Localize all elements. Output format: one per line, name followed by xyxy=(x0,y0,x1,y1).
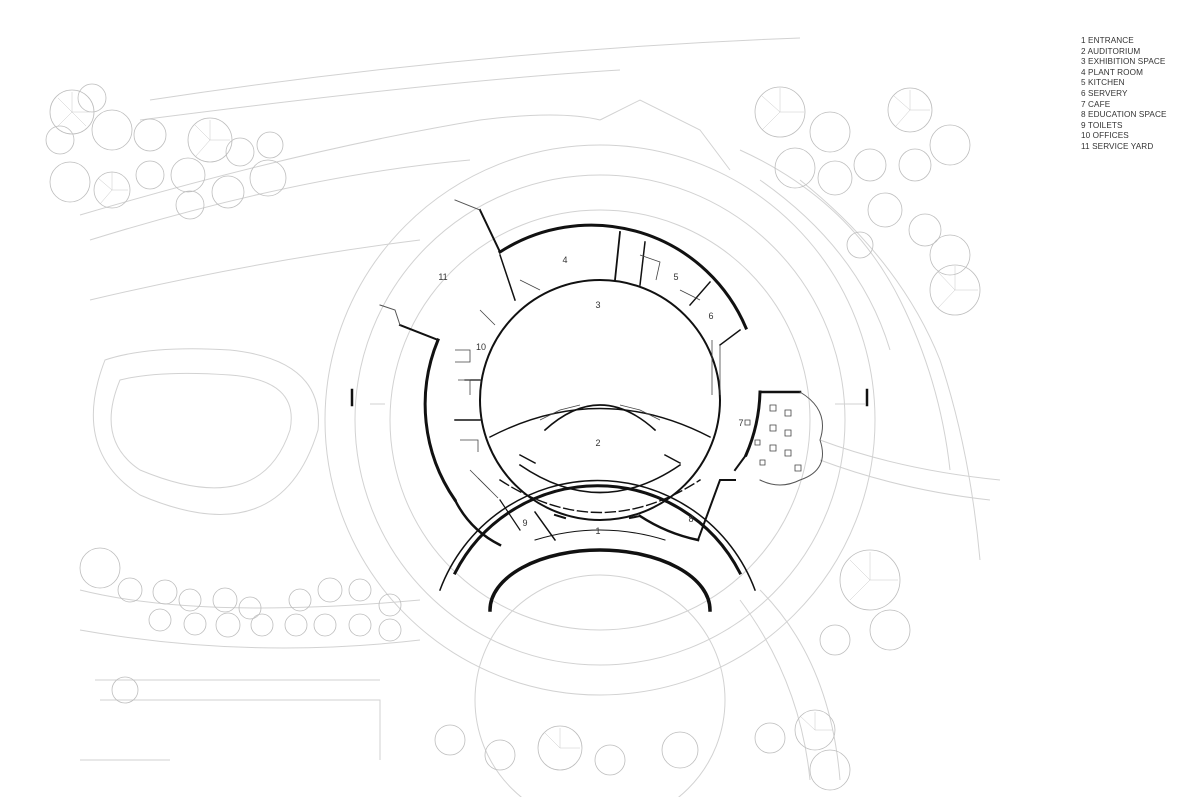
legend-item-service-yard: 11 SERVICE YARD xyxy=(1081,141,1154,151)
legend-item-entrance: 1 ENTRANCE xyxy=(1081,36,1134,45)
room-label-servery: 6 xyxy=(708,311,713,321)
legend: 1 ENTRANCE 2 AUDITORIUM 3 EXHIBITION SPA… xyxy=(1081,36,1167,153)
room-label-toilets: 9 xyxy=(522,518,527,528)
room-label-education-space: 8 xyxy=(688,514,693,524)
tree-canopies xyxy=(45,83,981,791)
room-label-service-yard: 11 xyxy=(438,272,447,282)
room-label-entrance: 1 xyxy=(595,526,600,536)
legend-item-plant-room: 4 PLANT ROOM xyxy=(1081,67,1144,77)
legend-item-exhibition-space: 3 EXHIBITION SPACE xyxy=(1081,57,1166,67)
legend-item-education-space: 8 EDUCATION SPACE xyxy=(1081,110,1167,120)
legend-item-offices: 10 OFFICES xyxy=(1081,131,1129,141)
legend-item-kitchen: 5 KITCHEN xyxy=(1081,78,1125,88)
legend-item-auditorium: 2 AUDITORIUM xyxy=(1081,46,1141,56)
legend-item-toilets: 9 TOILETS xyxy=(1081,120,1123,130)
room-label-auditorium: 2 xyxy=(595,438,600,448)
legend-item-cafe: 7 CAFE xyxy=(1081,99,1111,109)
room-label-plant-room: 4 xyxy=(562,255,567,265)
tree-hatching xyxy=(57,88,978,749)
legend-item-servery: 6 SERVERY xyxy=(1081,88,1128,98)
room-label-kitchen: 5 xyxy=(673,272,678,282)
room-label-cafe: 7 xyxy=(738,418,743,428)
landscape-lines xyxy=(79,37,1001,797)
interior-details xyxy=(455,254,802,499)
room-label-offices: 10 xyxy=(476,342,486,352)
building-walls xyxy=(350,199,869,612)
room-label-exhibition-space: 3 xyxy=(595,300,600,310)
